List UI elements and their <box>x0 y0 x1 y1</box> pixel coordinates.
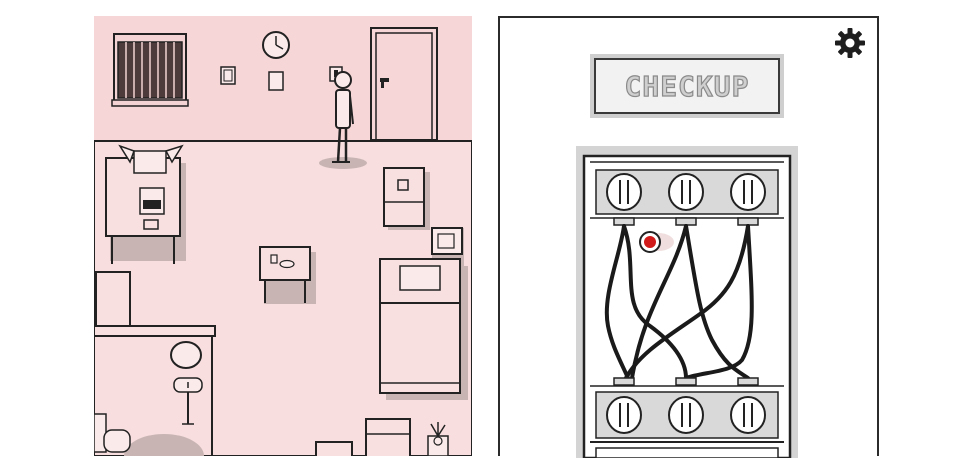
fuse-bottom-3[interactable] <box>730 396 766 434</box>
wires[interactable] <box>604 224 754 380</box>
checkup-panel: CHECKUP <box>498 16 879 458</box>
red-button[interactable] <box>639 231 674 253</box>
small-table[interactable] <box>259 246 316 304</box>
fuse-bottom-1[interactable] <box>606 396 642 434</box>
room-view <box>93 15 473 460</box>
player-character[interactable] <box>319 71 367 169</box>
fuse-bottom-2[interactable] <box>668 396 704 434</box>
terminal-bottom-2[interactable] <box>675 377 697 386</box>
chair[interactable] <box>383 167 430 230</box>
terminal-top-2[interactable] <box>675 217 697 226</box>
sink[interactable] <box>170 341 203 425</box>
cabinet[interactable] <box>95 271 131 329</box>
game-scene: CHECKUP <box>93 15 879 460</box>
fuse-top-1[interactable] <box>606 173 642 211</box>
fuse-top-3[interactable] <box>730 173 766 211</box>
fuse-top-2[interactable] <box>668 173 704 211</box>
bottom-box[interactable] <box>315 441 353 460</box>
wall-note[interactable] <box>268 71 284 91</box>
terminal-top-1[interactable] <box>613 217 635 226</box>
bathroom-partition <box>93 325 216 456</box>
terminal-top-3[interactable] <box>737 217 759 226</box>
bottom-cabinet[interactable] <box>365 418 411 460</box>
gear-icon[interactable] <box>833 26 867 60</box>
fuse-box <box>576 146 798 458</box>
door[interactable] <box>370 27 438 141</box>
barred-window[interactable] <box>111 33 189 107</box>
clock-icon[interactable] <box>262 31 290 59</box>
checkup-title: CHECKUP <box>624 69 750 103</box>
terminal-bottom-3[interactable] <box>737 377 759 386</box>
desk[interactable] <box>105 144 186 264</box>
terminal-bottom-1[interactable] <box>613 377 635 386</box>
checkup-sign: CHECKUP <box>594 58 780 114</box>
bed[interactable] <box>379 258 468 400</box>
